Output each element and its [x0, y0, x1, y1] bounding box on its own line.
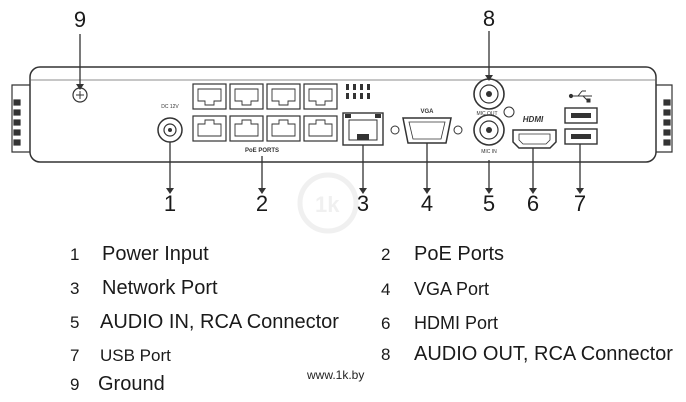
poe-port: [266, 115, 301, 142]
poe-port: [303, 115, 338, 142]
usb-icon: [568, 90, 592, 103]
legend-number: 9: [70, 375, 80, 394]
poe-port: [266, 83, 301, 110]
legend-label: HDMI Port: [414, 313, 499, 333]
legend-item-4: 4 VGA Port: [381, 279, 489, 300]
mic-in-label: MIC IN: [481, 149, 497, 155]
dc-input-label: DC 12V: [161, 104, 179, 110]
callout-9: 9: [74, 7, 86, 32]
legend-number: 5: [70, 313, 80, 332]
legend-label: VGA Port: [414, 279, 490, 299]
svg-text:1k: 1k: [315, 192, 340, 217]
network-indicator-leds: [346, 84, 370, 99]
legend-item-5: 5 AUDIO IN, RCA Connector: [70, 311, 339, 334]
mic-out-label: MIC OUT: [476, 111, 497, 117]
legend-label: PoE Ports: [414, 243, 505, 265]
network-port: [342, 112, 384, 146]
usb-ports: [564, 107, 598, 145]
callout-numbers: 9 8 1 2 3 4 5 6 7: [74, 6, 586, 216]
callout-2: 2: [256, 191, 268, 216]
poe-port: [192, 83, 227, 110]
legend-number: 3: [70, 279, 80, 298]
poe-port: [303, 83, 338, 110]
audio-out-rca: [473, 78, 505, 110]
watermark-text: www.1k.by: [307, 368, 365, 382]
callout-7: 7: [574, 191, 586, 216]
legend-number: 6: [381, 314, 391, 333]
legend-label: Network Port: [102, 277, 218, 299]
watermark-logo: 1k: [297, 172, 359, 234]
callout-3: 3: [357, 191, 369, 216]
legend-label: AUDIO OUT, RCA Connector: [414, 343, 673, 365]
poe-port: [229, 115, 264, 142]
legend-item-3: 3 Network Port: [70, 277, 218, 300]
legend-item-8: 8 AUDIO OUT, RCA Connector: [381, 343, 673, 366]
vga-port: [390, 117, 463, 144]
legend-item-9: 9 Ground: [70, 373, 165, 396]
poe-ports-label: PoE PORTS: [245, 148, 279, 154]
legend-label: USB Port: [100, 346, 171, 365]
callout-6: 6: [527, 191, 539, 216]
legend-item-7: 7 USB Port: [70, 346, 171, 366]
hdmi-port: [512, 129, 557, 149]
poe-port: [192, 115, 227, 142]
vga-label: VGA: [420, 109, 434, 115]
leader-lines: [79, 31, 581, 188]
legend-item-2: 2 PoE Ports: [381, 243, 504, 266]
callout-8: 8: [483, 6, 495, 31]
callout-1: 1: [164, 191, 176, 216]
legend-item-1: 1 Power Input: [70, 243, 209, 266]
legend-label: AUDIO IN, RCA Connector: [100, 311, 339, 333]
hdmi-label: HDMI: [523, 115, 544, 124]
audio-in-rca: [473, 114, 505, 146]
callout-4: 4: [421, 191, 433, 216]
legend-number: 8: [381, 345, 391, 364]
legend-number: 1: [70, 245, 80, 264]
poe-port: [229, 83, 264, 110]
power-input-jack: [157, 117, 183, 143]
legend-item-6: 6 HDMI Port: [381, 313, 498, 334]
legend-label: Power Input: [102, 243, 209, 265]
headphone-mark-icon: [503, 106, 515, 118]
leader-arrowheads: [76, 75, 584, 194]
legend-number: 4: [381, 280, 391, 299]
callout-5: 5: [483, 191, 495, 216]
legend-label: Ground: [98, 373, 165, 395]
poe-ports-block: [192, 83, 338, 142]
legend-number: 7: [70, 346, 80, 365]
legend-number: 2: [381, 245, 391, 264]
ground-screw: [72, 87, 88, 103]
